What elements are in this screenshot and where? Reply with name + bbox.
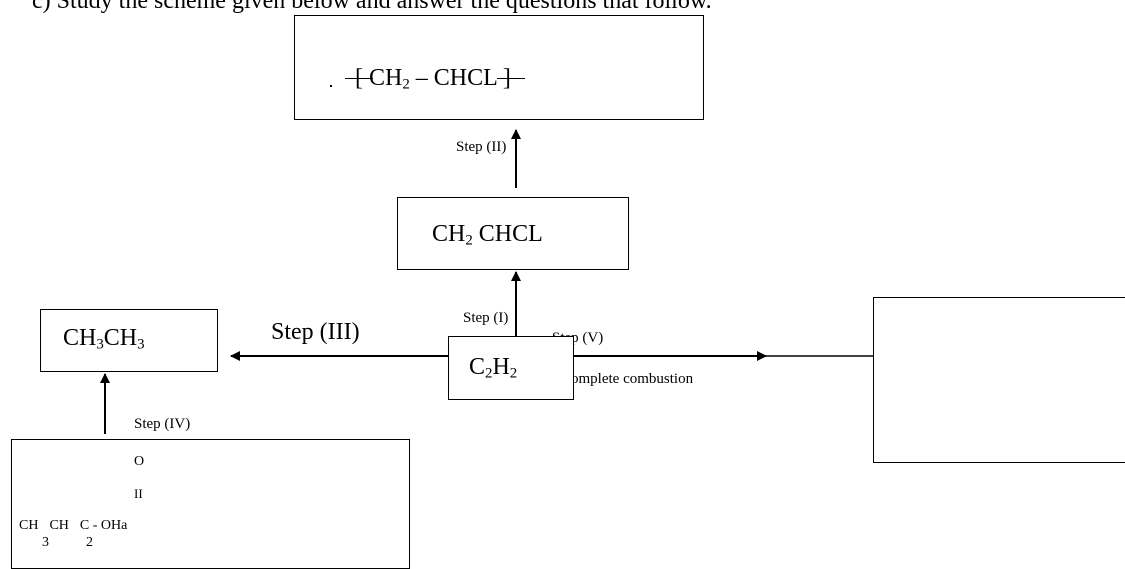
vinyl-chloride-formula: CH2 CHCL [432,222,543,249]
question-text: c) Study the scheme given below and answ… [32,0,712,14]
ethyne-box-overlay: C2H2 [448,336,574,400]
ethane-sub-b: 3 [137,336,145,353]
ethyne-c-overlay: C [469,354,486,380]
step-1-label: Step (I) [463,310,509,326]
polymer-dash: – [409,65,434,91]
polymer-sub-2: 2 [402,76,410,93]
vinyl-chcl: CHCL [472,221,543,247]
polymer-box: [ CH2 – CHCL ] [294,15,704,120]
ethyne-h-overlay: H [492,354,510,380]
combustion-label: Complete combustion [561,371,694,387]
ethane-formula: CH3CH3 [63,326,145,353]
ethane-box: CH3CH3 [40,309,218,372]
polymer-ch: CH [369,65,403,91]
salt-ch-1: CH [19,518,39,533]
ethane-ch-a: CH [63,325,97,351]
salt-ch-2: CH [49,518,69,533]
ethane-sub-a: 3 [96,336,104,353]
polymer-formula: [ CH2 – CHCL ] [345,65,525,93]
step-3-label: Step (III) [271,319,360,345]
salt-sub-2: 2 [86,535,93,550]
salt-box: O II CH CH C - OHa 3 2 [11,439,410,569]
salt-formula-main: CH CH C - OHa [19,519,127,533]
salt-group: C - OHa [79,518,128,533]
ethyne-formula-overlay: C2H2 [469,355,517,382]
vinyl-ch: CH [432,221,466,247]
polymer-bond-line-right [496,78,525,79]
step-4-label: Step (IV) [134,416,191,432]
vinyl-chloride-box: CH2 CHCL [397,197,629,270]
salt-sub-3: 3 [42,535,49,550]
polymer-bond-line-left [345,78,373,79]
combustion-products-box [873,297,1125,463]
step-2-label: Step (II) [456,139,507,155]
vinyl-sub-2: 2 [465,232,473,249]
dot-mark [330,85,332,87]
salt-double-bond: II [134,486,143,501]
polymer-chcl: CHCL [433,65,497,91]
ethyne-sub-c-overlay: 2 [485,365,493,382]
ethyne-sub-h-overlay: 2 [509,365,518,382]
salt-oxygen: O [134,454,145,469]
ethane-ch-b: CH [103,325,138,351]
